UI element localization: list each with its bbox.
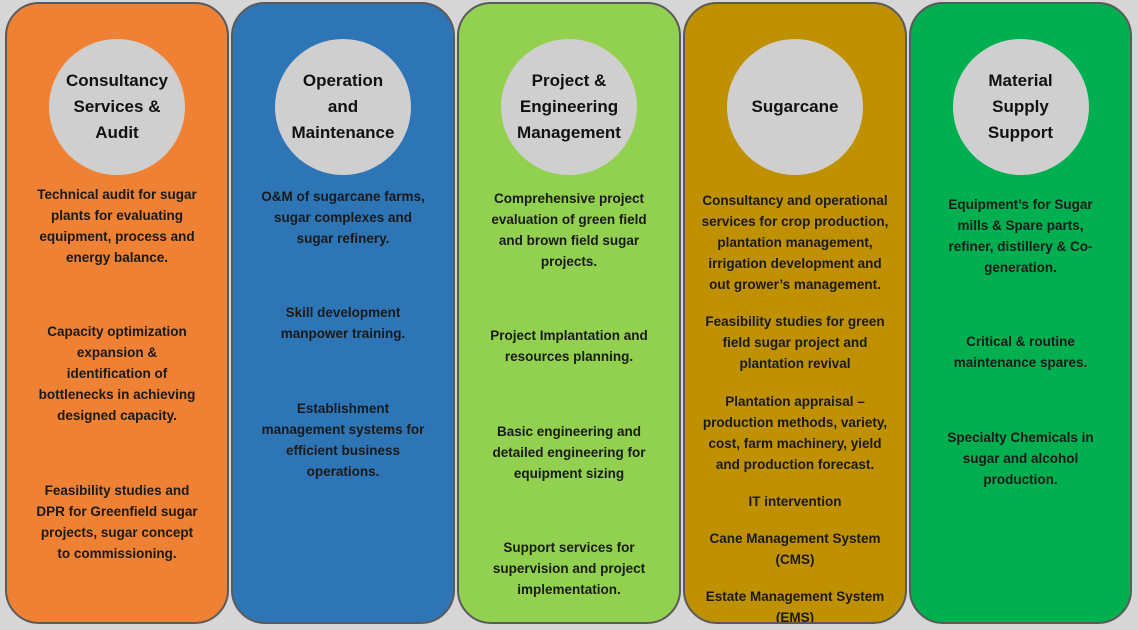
service-item: Equipment’s for Sugar mills & Spare part… (948, 197, 1093, 275)
service-item: Cane Management System (CMS) (709, 531, 881, 567)
service-item: Feasibility studies and DPR for Greenfie… (36, 483, 198, 561)
service-item: Basic engineering and detailed engineeri… (492, 424, 646, 481)
title-circle: Material Supply Support (952, 39, 1089, 175)
column-title: Material Supply Support (987, 71, 1054, 142)
column-material-supply: Material Supply Support Equipment’s for … (909, 2, 1132, 624)
service-item: O&M of sugarcane farms, sugar complexes … (261, 189, 425, 246)
service-item: Critical & routine maintenance spares. (953, 334, 1088, 370)
column-operation: Operation and Maintenance O&M of sugarca… (231, 2, 455, 624)
column-title: Operation and Maintenance (291, 71, 395, 142)
service-item: Plantation appraisal – production method… (702, 394, 888, 472)
column-consultancy: Consultancy Services & Audit Technical a… (5, 2, 229, 624)
service-item: Skill development manpower training. (280, 305, 406, 341)
service-item: Capacity optimization expansion & identi… (38, 324, 196, 423)
column-title: Consultancy Services & Audit (65, 71, 169, 142)
service-item: Feasibility studies for green field suga… (705, 314, 885, 371)
title-circle: Project & Engineering Management (501, 39, 637, 175)
title-circle: Sugarcane (727, 39, 863, 175)
column-project: Project & Engineering Management Compreh… (457, 2, 681, 624)
title-circle: Operation and Maintenance (275, 39, 411, 175)
service-item: Estate Management System (EMS) (705, 589, 885, 624)
service-item: Establishment management systems for eff… (261, 401, 425, 479)
column-title: Project & Engineering Management (517, 71, 621, 142)
service-item: IT intervention (748, 494, 842, 509)
title-circle: Consultancy Services & Audit (49, 39, 185, 175)
column-title: Sugarcane (751, 97, 839, 116)
service-item: Comprehensive project evaluation of gree… (491, 191, 647, 269)
service-item: Technical audit for sugar plants for eva… (37, 187, 197, 265)
service-item: Support services for supervision and pro… (492, 540, 646, 597)
service-item: Project Implantation and resources plann… (490, 328, 648, 364)
column-sugarcane: Sugarcane Consultancy and operational se… (683, 2, 907, 624)
service-item: Consultancy and operational services for… (701, 193, 889, 292)
service-item: Specialty Chemicals in sugar and alcohol… (947, 430, 1094, 487)
